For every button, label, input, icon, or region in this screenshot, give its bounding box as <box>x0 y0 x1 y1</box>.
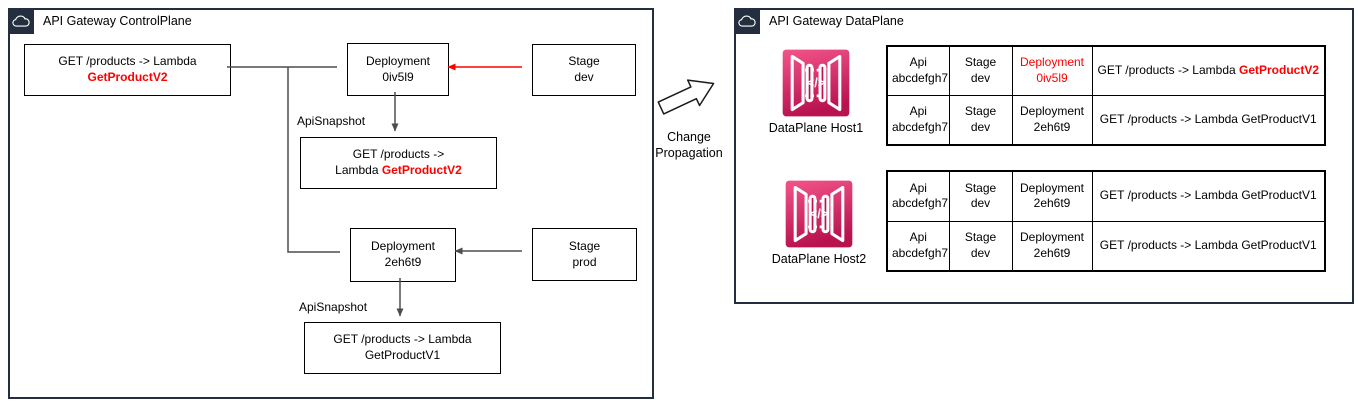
deployment-cell: Deployment 2eh6t9 <box>1011 220 1093 272</box>
snapshot-dev-line2-highlight: GetProductV2 <box>381 163 462 177</box>
host1-row1: Api abcdefgh7 Stage dev Deployment 0iv5l… <box>886 45 1326 96</box>
api-route-highlight: GetProductV2 <box>87 70 168 84</box>
api-cell: Api abcdefgh7 <box>886 170 950 222</box>
stage-dev-line2: dev <box>574 70 594 84</box>
api-cell: Api abcdefgh7 <box>886 220 950 272</box>
host2-table: Api abcdefgh7 Stage dev Deployment 2eh6t… <box>886 170 1326 272</box>
stage-prod-box: Stage prod <box>532 228 637 281</box>
api-route-text: GET /products -> Lambda <box>58 54 197 69</box>
api-snapshot-dev-label: ApiSnapshot <box>297 114 366 128</box>
snapshot-prod-line2: GetProductV1 <box>364 348 441 362</box>
host2-row1: Api abcdefgh7 Stage dev Deployment 2eh6t… <box>886 170 1326 222</box>
data-plane-group: API Gateway DataPlane <box>734 8 1354 304</box>
deployment-prod-box: Deployment 2eh6t9 <box>350 228 456 282</box>
host2-row2: Api abcdefgh7 Stage dev Deployment 2eh6t… <box>886 220 1326 272</box>
api-snapshot-prod-label: ApiSnapshot <box>299 300 368 314</box>
api-cell: Api abcdefgh7 <box>886 45 950 96</box>
deployment-prod-line1: Deployment <box>370 239 436 254</box>
route-cell: GET /products -> Lambda GetProductV1 <box>1091 94 1326 146</box>
host1-row2: Api abcdefgh7 Stage dev Deployment 2eh6t… <box>886 94 1326 146</box>
control-plane-header: API Gateway ControlPlane <box>8 8 192 34</box>
stage-dev-box: Stage dev <box>532 44 636 96</box>
data-plane-title: API Gateway DataPlane <box>769 14 904 28</box>
route-cell: GET /products -> Lambda GetProductV1 <box>1091 170 1326 222</box>
control-plane-title: API Gateway ControlPlane <box>43 14 192 28</box>
cloud-icon <box>8 8 34 34</box>
host1-label: DataPlane Host1 <box>768 121 864 135</box>
snapshot-prod-line1: GET /products -> Lambda <box>333 332 472 347</box>
change-propagation-line2: Propagation <box>655 146 723 161</box>
stage-prod-line2: prod <box>572 254 597 269</box>
svg-text:</>: </> <box>810 206 829 221</box>
stage-cell: Stage dev <box>948 220 1013 272</box>
api-cell: Api abcdefgh7 <box>886 94 950 146</box>
control-plane-group: API Gateway ControlPlane GET /products -… <box>8 8 654 399</box>
snapshot-dev-line1: GET /products -> <box>352 147 445 162</box>
stage-cell: Stage dev <box>948 45 1013 96</box>
snapshot-dev-line2-prefix: Lambda <box>335 163 382 177</box>
deployment-dev-box: Deployment 0iv5l9 <box>347 43 449 96</box>
api-snapshot-dev-box: GET /products -> Lambda GetProductV2 <box>300 137 497 189</box>
host2-label: DataPlane Host2 <box>771 252 867 266</box>
host1-table: Api abcdefgh7 Stage dev Deployment 0iv5l… <box>886 45 1326 146</box>
cloud-icon <box>734 8 760 34</box>
deployment-cell: Deployment 2eh6t9 <box>1011 170 1093 222</box>
api-snapshot-prod-box: GET /products -> Lambda GetProductV1 <box>304 322 501 374</box>
route-cell: GET /products -> Lambda GetProductV1 <box>1091 220 1326 272</box>
stage-dev-line1: Stage <box>568 54 600 69</box>
svg-text:</>: </> <box>807 75 826 90</box>
api-gateway-icon: </> <box>782 49 850 122</box>
change-propagation-line1: Change <box>667 130 711 144</box>
stage-cell: Stage dev <box>948 94 1013 146</box>
deployment-cell: Deployment 0iv5l9 <box>1011 45 1093 96</box>
change-propagation-label: Change Propagation <box>629 129 749 162</box>
change-propagation-arrow-icon <box>657 79 715 115</box>
route-cell: GET /products -> Lambda GetProductV2 <box>1091 45 1326 96</box>
stage-prod-line1: Stage <box>568 238 601 253</box>
deployment-dev-line2: 0iv5l9 <box>382 69 414 84</box>
deployment-dev-line1: Deployment <box>365 53 431 68</box>
api-gateway-icon: </> <box>785 180 853 253</box>
deployment-prod-line2: 2eh6t9 <box>384 255 422 269</box>
api-definition-box: GET /products -> Lambda GetProductV2 <box>24 44 231 96</box>
data-plane-header: API Gateway DataPlane <box>734 8 904 34</box>
stage-cell: Stage dev <box>948 170 1013 222</box>
deployment-cell: Deployment 2eh6t9 <box>1011 94 1093 146</box>
snapshot-dev-line2: Lambda GetProductV2 <box>335 163 462 179</box>
